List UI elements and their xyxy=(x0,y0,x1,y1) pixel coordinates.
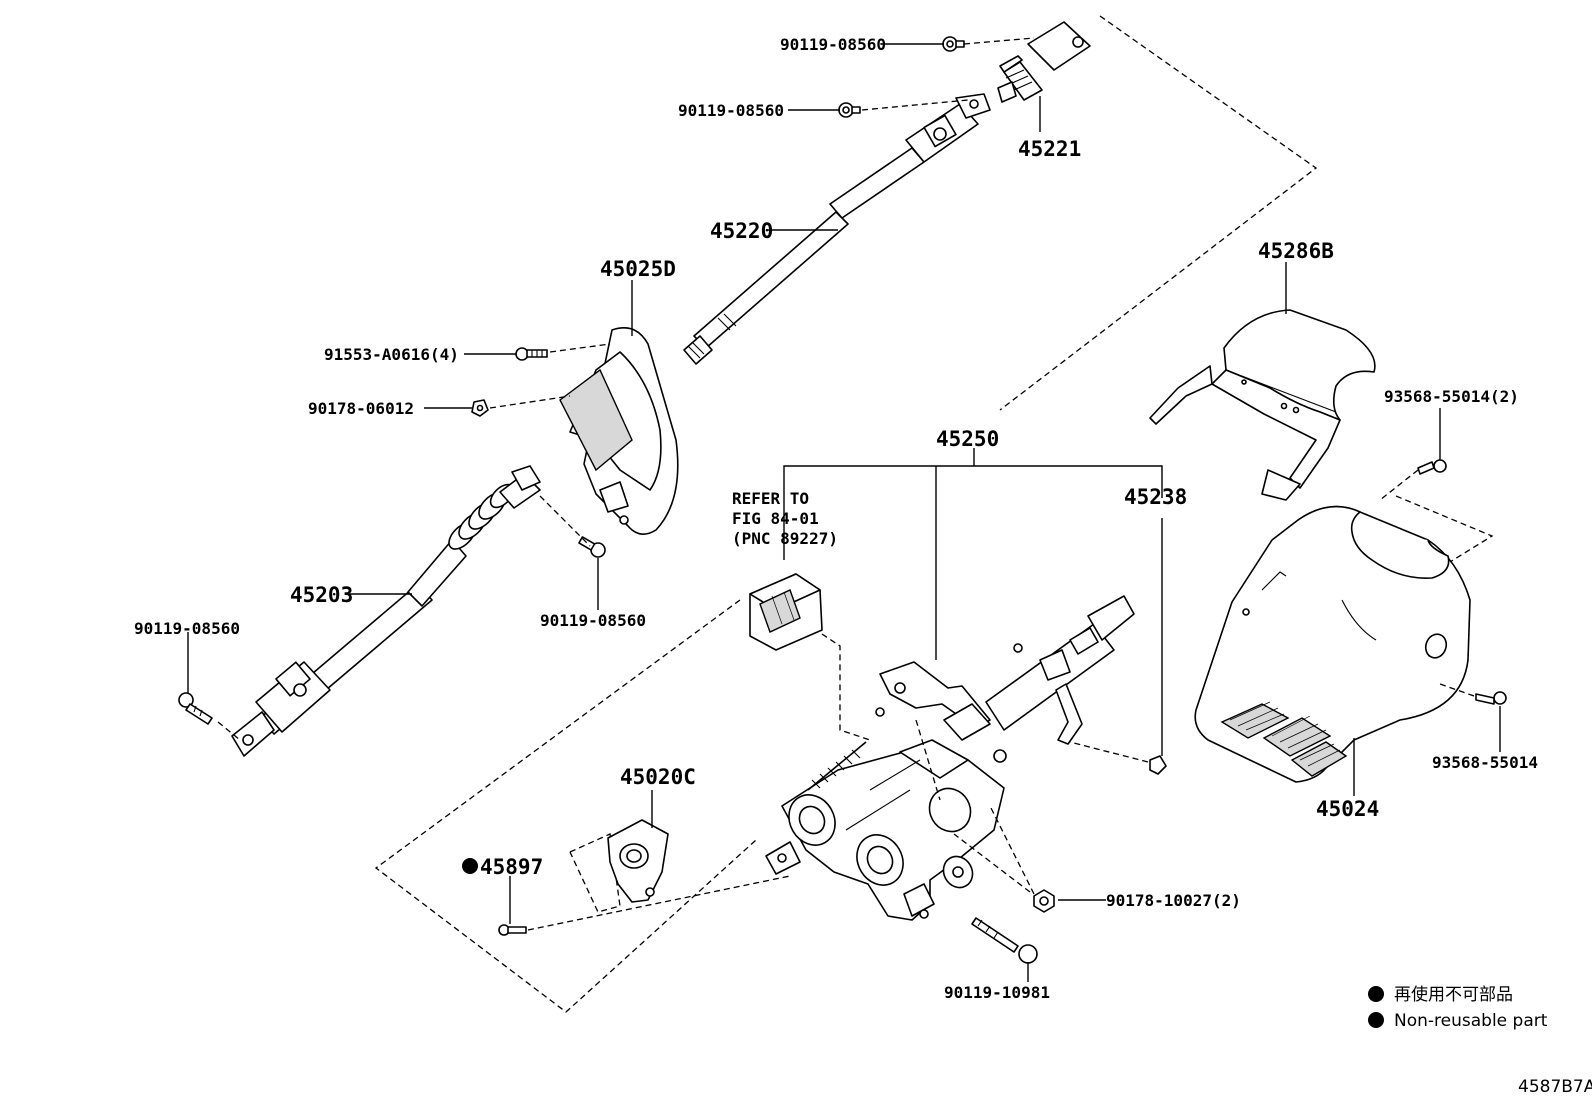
cover-vent-grille xyxy=(1220,701,1348,777)
reference-note: REFER TO FIG 84-01 (PNC 89227) xyxy=(732,489,838,548)
label-91553-A0616: 91553-A0616(4) xyxy=(324,345,459,364)
legend-japanese: 再使用不可部品 xyxy=(1394,984,1513,1005)
label-45024: 45024 xyxy=(1316,797,1379,821)
label-90119-08560: 90119-08560 xyxy=(540,611,646,630)
part-labels: 90119-08560 90119-08560 45221 45220 4502… xyxy=(134,35,1538,1002)
nut-icon xyxy=(1149,755,1167,775)
non-reusable-marker-icon xyxy=(1368,986,1384,1002)
reference-line-2: FIG 84-01 xyxy=(732,509,819,528)
label-93568-55014: 93568-55014 xyxy=(1432,753,1538,772)
steering-sliding-shaft xyxy=(231,465,541,757)
label-90119-08560: 90119-08560 xyxy=(780,35,886,54)
nut-icon xyxy=(471,399,489,417)
lower-column-cover xyxy=(1194,505,1471,783)
screw-icon xyxy=(1417,459,1447,475)
bolt-icon xyxy=(971,917,1038,964)
upper-column-cover xyxy=(1149,309,1376,501)
label-45221: 45221 xyxy=(1018,137,1081,161)
nut-icon xyxy=(942,36,965,52)
nut-icon xyxy=(1033,889,1055,913)
label-90119-08560: 90119-08560 xyxy=(134,619,240,638)
label-90119-08560: 90119-08560 xyxy=(678,101,784,120)
intermediate-shaft xyxy=(683,21,1091,365)
screw-icon xyxy=(498,924,527,936)
label-45897: 45897 xyxy=(480,855,543,879)
label-45238: 45238 xyxy=(1124,485,1187,509)
bolt-icon xyxy=(578,536,606,558)
assembly-boundaries xyxy=(374,15,1494,1013)
legend-english: Non-reusable part xyxy=(1394,1011,1548,1031)
leader-lines xyxy=(187,43,1501,982)
label-45025D: 45025D xyxy=(600,257,676,281)
tilt-switch xyxy=(607,819,669,903)
non-reusable-marker-icon xyxy=(462,858,478,874)
tilt-spring xyxy=(807,741,867,791)
reference-line-1: REFER TO xyxy=(732,489,809,508)
reference-line-3: (PNC 89227) xyxy=(732,529,838,548)
screw-icon xyxy=(515,347,548,361)
label-90178-10027-2: 90178-10027(2) xyxy=(1106,891,1241,910)
non-reusable-marker-icon xyxy=(1368,1012,1384,1028)
label-45020C: 45020C xyxy=(620,765,696,789)
label-90119-10981: 90119-10981 xyxy=(944,983,1050,1002)
bolt-icon xyxy=(178,692,213,725)
nut-icon xyxy=(838,102,861,118)
label-90178-06012: 90178-06012 xyxy=(308,399,414,418)
fasteners xyxy=(178,36,1507,964)
steering-column-assembly xyxy=(765,595,1135,921)
label-93568-55014-2: 93568-55014(2) xyxy=(1384,387,1519,406)
screw-icon xyxy=(1475,691,1507,705)
column-hole-cover xyxy=(559,327,679,535)
label-45203: 45203 xyxy=(290,583,353,607)
legend: 再使用不可部品 Non-reusable part xyxy=(1368,984,1548,1031)
figure-id: 4587B7A xyxy=(1518,1077,1592,1097)
label-45250: 45250 xyxy=(936,427,999,451)
label-45286B: 45286B xyxy=(1258,239,1334,263)
assembly-lines xyxy=(217,37,1475,931)
steering-lock-module xyxy=(749,573,823,651)
label-45220: 45220 xyxy=(710,219,773,243)
